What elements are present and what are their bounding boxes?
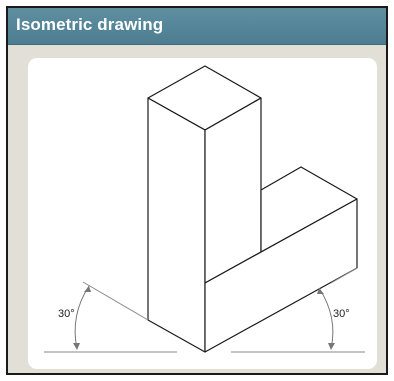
left-angle-arc [74, 285, 90, 350]
left-angle-label: 30° [58, 308, 75, 320]
left-extension-line [82, 281, 149, 321]
right-arc-arrow-top [317, 288, 324, 294]
l-shaped-block [147, 65, 358, 353]
right-angle-label: 30° [333, 308, 350, 320]
right-extension-line [330, 267, 358, 284]
panel-title: Isometric drawing [16, 15, 164, 34]
tall-block-right-face [204, 97, 262, 284]
right-angle-arc [318, 287, 334, 350]
left-arc-arrow-bottom [73, 343, 80, 350]
left-arc-arrow-top [84, 286, 91, 292]
panel-header: Isometric drawing [8, 8, 386, 45]
right-arc-arrow-bottom [328, 343, 335, 350]
left-face [147, 97, 206, 353]
